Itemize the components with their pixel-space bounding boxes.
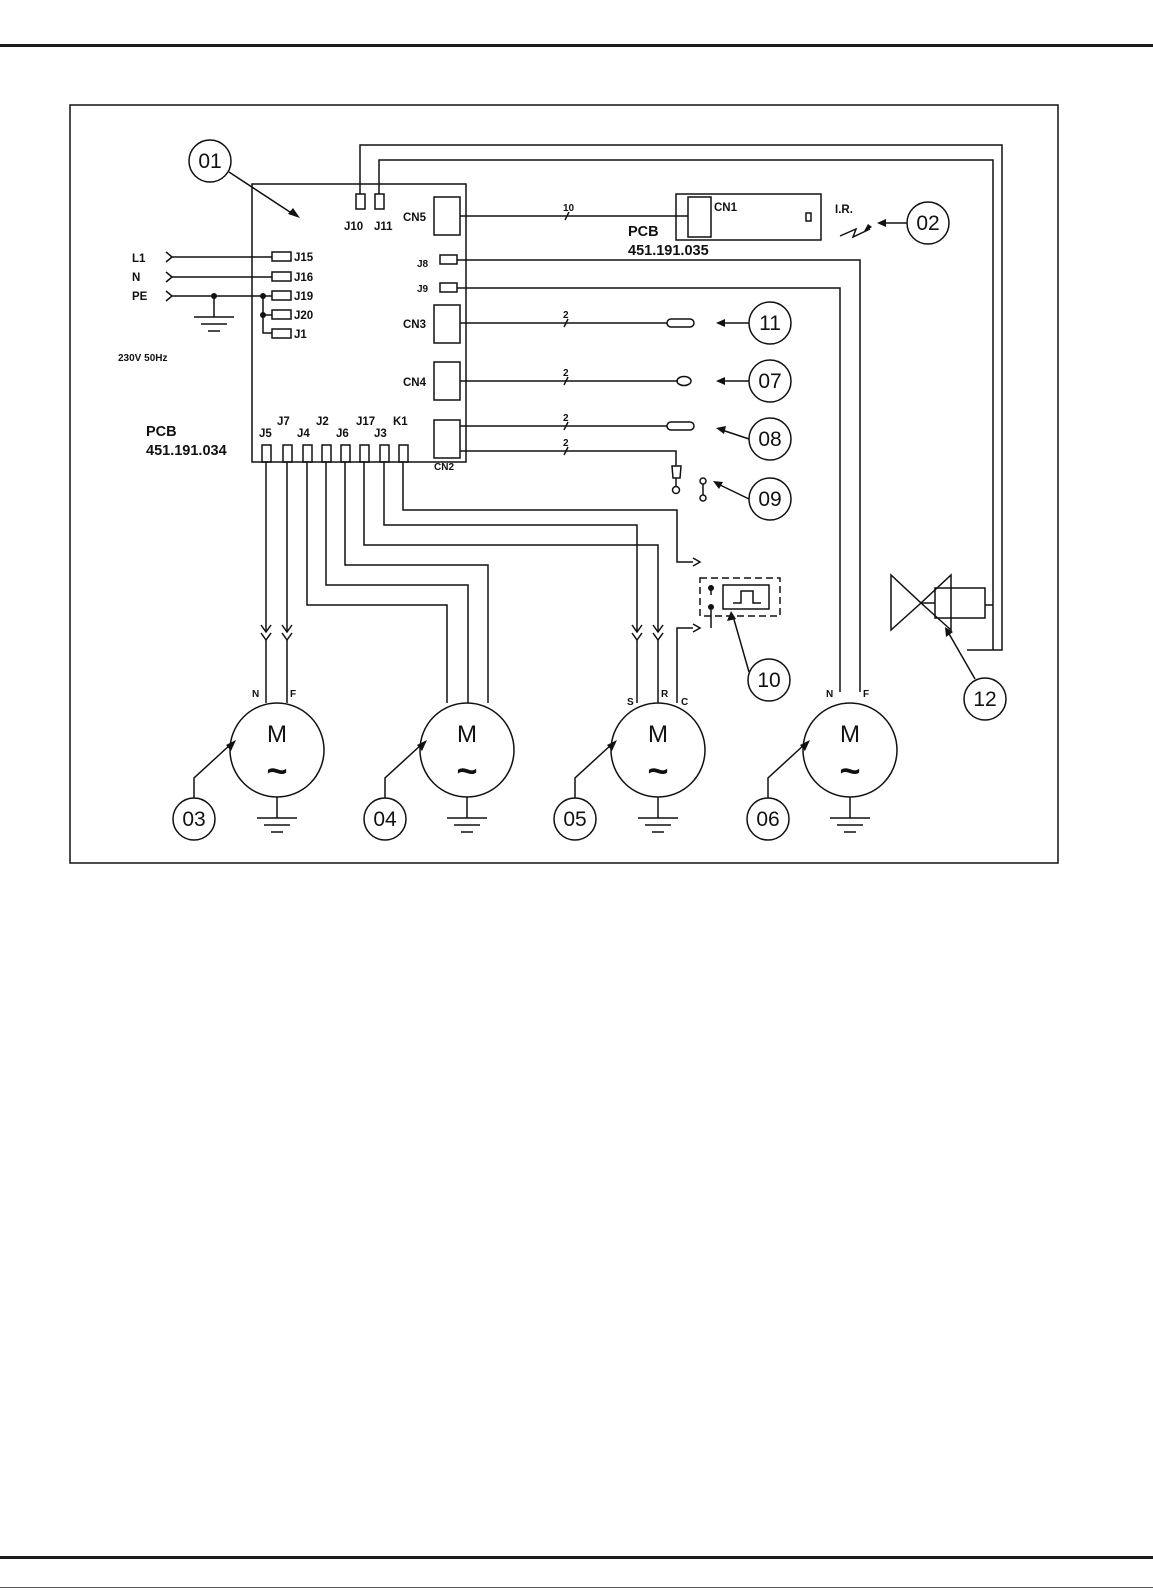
main-pcb-title: PCB [146, 424, 177, 440]
ir-label: I.R. [835, 204, 853, 216]
connector-j9: J9 [417, 284, 429, 295]
motor-04-ac: ~ [456, 750, 477, 791]
motor-03-terminal-n: N [252, 689, 259, 700]
connector-cn5: CN5 [403, 212, 427, 224]
footer-rule [0, 1556, 1153, 1559]
supply-label: 230V 50Hz [118, 353, 167, 364]
terminal-j10: J10 [344, 221, 363, 233]
ir-receiver [806, 213, 811, 221]
terminal-j4: J4 [297, 428, 310, 440]
motor-04-symbol: M [457, 721, 477, 748]
cn1-label: CN1 [714, 202, 738, 214]
terminal-j11: J11 [374, 221, 393, 233]
supply-line-pe: PE [132, 291, 148, 303]
callout-06: 06 [756, 808, 779, 831]
footer-rule-thin [0, 1587, 1153, 1588]
connector-cn4: CN4 [403, 377, 427, 389]
callout-07: 07 [758, 370, 781, 393]
terminal-j5: J5 [259, 428, 272, 440]
connector-cn2: CN2 [434, 462, 454, 473]
motor-05-symbol: M [648, 721, 668, 748]
callout-03: 03 [182, 808, 205, 831]
terminal-j3: J3 [374, 428, 387, 440]
display-pcb-box [676, 194, 821, 240]
motor-05-terminal-r: R [661, 689, 669, 700]
motor-05-terminal-c: C [681, 697, 688, 708]
terminal-j15: J15 [294, 252, 314, 264]
motor-05-ac: ~ [647, 750, 668, 791]
motor-03-terminal-f: F [290, 689, 296, 700]
callout-10: 10 [757, 669, 780, 692]
wire-count-cn3: 2 [563, 310, 569, 321]
main-pcb-part-number: 451.191.034 [146, 443, 227, 459]
motor-06-symbol: M [840, 721, 860, 748]
j11-terminal [375, 194, 384, 209]
motor-06-ac: ~ [839, 750, 860, 791]
callout-12: 12 [973, 688, 996, 711]
terminal-j1: J1 [294, 329, 307, 341]
wire-count-cn2-b: 2 [563, 438, 569, 449]
connector-cn3: CN3 [403, 319, 426, 331]
terminal-j20: J20 [294, 310, 313, 322]
callout-08: 08 [758, 428, 781, 451]
motor-06-terminal-n: N [826, 689, 833, 700]
display-pcb-part-number: 451.191.035 [628, 243, 709, 259]
motor-03-ac: ~ [266, 750, 287, 791]
callout-11: 11 [759, 312, 781, 335]
callout-09: 09 [758, 488, 781, 511]
connector-j8: J8 [417, 259, 429, 270]
terminal-j2: J2 [316, 416, 329, 428]
terminal-j19: J19 [294, 291, 313, 303]
callout-04: 04 [373, 808, 397, 831]
callout-01: 01 [198, 150, 221, 173]
motor-03-symbol: M [267, 721, 287, 748]
wire-count-cn5: 10 [563, 203, 575, 214]
cn1-connector [688, 197, 711, 237]
terminal-j7: J7 [277, 416, 290, 428]
diagram-frame [70, 105, 1058, 863]
motor-05-terminal-s: S [627, 697, 634, 708]
wire-count-cn2-a: 2 [563, 413, 569, 424]
wire-count-cn4: 2 [563, 368, 569, 379]
j10-terminal [356, 194, 365, 209]
terminal-j16: J16 [294, 272, 313, 284]
terminal-j6: J6 [336, 428, 349, 440]
callout-05: 05 [563, 808, 586, 831]
terminal-k1: K1 [393, 416, 408, 428]
callout-02: 02 [916, 212, 939, 235]
supply-line-l1: L1 [132, 253, 146, 265]
terminal-j17: J17 [356, 416, 375, 428]
supply-line-n: N [132, 272, 140, 284]
motor-06-terminal-f: F [863, 689, 869, 700]
display-pcb-title: PCB [628, 224, 659, 240]
